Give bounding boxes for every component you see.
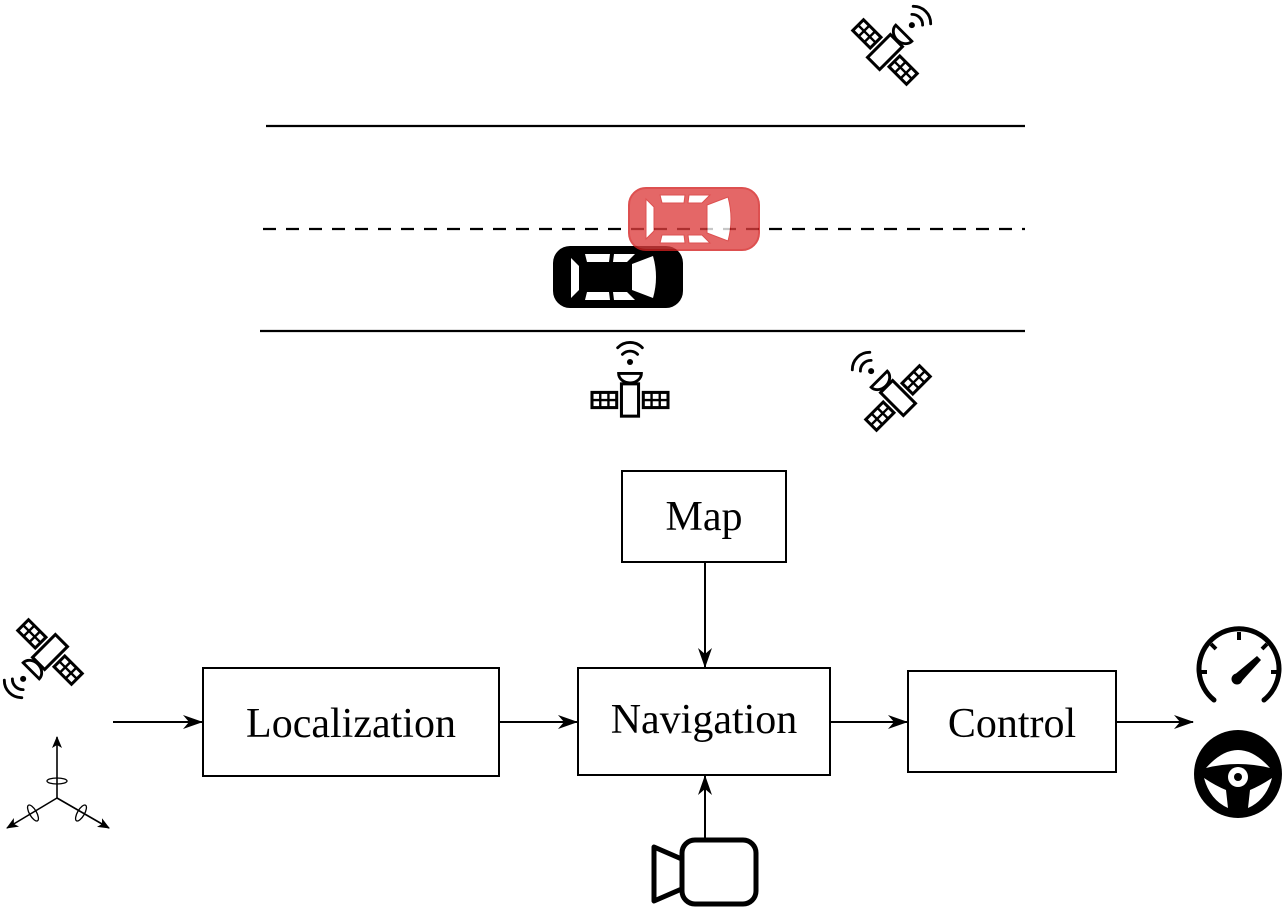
localization-label: Localization — [246, 701, 456, 747]
satellite-icon-left-input — [0, 612, 90, 722]
pipeline: Map Localization Navigation Control — [113, 470, 1194, 838]
road-scene — [260, 0, 1025, 438]
other-vehicle-car-icon — [628, 187, 760, 251]
navigation-label: Navigation — [611, 697, 798, 743]
control-block[interactable]: Control — [907, 670, 1117, 773]
imu-axes-icon — [6, 736, 110, 829]
satellite-icon-top-right — [845, 0, 955, 92]
video-camera-icon — [651, 837, 759, 907]
navigation-block[interactable]: Navigation — [577, 667, 831, 776]
satellite-icon-below-road — [590, 340, 670, 418]
speedometer-icon — [1196, 626, 1282, 703]
localization-block[interactable]: Localization — [202, 667, 500, 777]
satellite-icon-right — [828, 328, 938, 438]
steering-wheel-icon — [1194, 730, 1282, 818]
control-label: Control — [948, 701, 1076, 747]
map-block[interactable]: Map — [621, 470, 787, 563]
ego-vehicle-car-icon — [553, 246, 683, 308]
map-label: Map — [666, 494, 743, 540]
